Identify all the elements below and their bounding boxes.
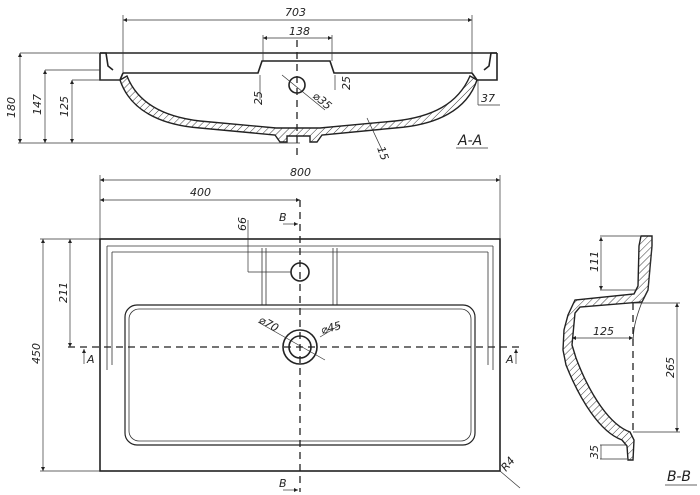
section-mark-a-left: A	[86, 353, 95, 366]
section-mark-a-right: A	[505, 353, 514, 366]
section-title-a-a: A-A	[457, 133, 482, 149]
dim-125: 125	[58, 96, 71, 117]
bb-profile	[562, 235, 653, 461]
aa-deck	[123, 60, 472, 74]
section-title-b-b: B-B	[667, 469, 691, 485]
aa-bowl-wall	[119, 74, 478, 143]
plan-drain-outer	[282, 329, 318, 365]
dim-125-bb: 125	[593, 325, 614, 338]
aa-left-flange	[99, 52, 124, 81]
dim-r4: R4	[498, 454, 517, 474]
dim-703: 703	[285, 6, 306, 19]
dim-138: 138	[289, 25, 310, 38]
dim-450: 450	[30, 343, 43, 364]
dim-drain-inner: ⌀45	[319, 319, 342, 337]
plan-view: 800 400 450 211 66 ⌀70 ⌀45 R4 A A B B	[30, 166, 522, 493]
aa-right-flange	[471, 52, 498, 81]
dim-25-left: 25	[252, 91, 265, 105]
dim-147: 147	[31, 94, 44, 115]
section-mark-b-top: B	[279, 211, 287, 224]
dim-drain-outer: ⌀70	[257, 313, 281, 335]
section-a-a: 703 138 25 25 ⌀35 180 147 125 37 15 A-A	[5, 6, 500, 162]
dim-35: 35	[588, 445, 601, 459]
dim-180: 180	[5, 97, 18, 118]
dim-800: 800	[290, 166, 311, 179]
dim-400: 400	[190, 186, 211, 199]
dim-15: 15	[374, 145, 391, 163]
dim-37: 37	[481, 92, 495, 105]
dim-25-right: 25	[340, 76, 353, 90]
dim-66: 66	[236, 217, 249, 231]
dim-tap-hole: ⌀35	[310, 89, 334, 112]
dim-265: 265	[664, 357, 677, 378]
section-mark-b-bottom: B	[279, 477, 287, 490]
plan-tap-deck	[261, 248, 338, 305]
section-b-b: 111 125 265 35 B-B	[562, 235, 697, 486]
dim-111: 111	[588, 251, 601, 272]
dim-211: 211	[57, 282, 70, 303]
